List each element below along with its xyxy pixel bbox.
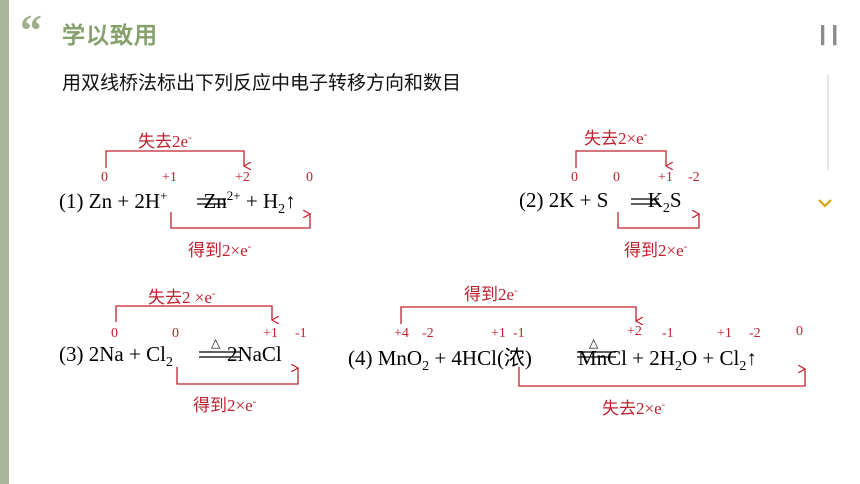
slide-title: 学以致用 bbox=[62, 23, 158, 49]
eq4-ox-mn2: +2 bbox=[627, 324, 642, 339]
eq4-ox-o2: -2 bbox=[749, 326, 761, 341]
chevron-down-icon[interactable] bbox=[817, 193, 833, 212]
eq3-ox-na2: +1 bbox=[263, 326, 278, 341]
eq2-lose-bridge bbox=[575, 150, 666, 168]
eq2-ox-k2: +1 bbox=[658, 170, 673, 185]
eq2-gain-bridge bbox=[617, 212, 699, 229]
eq2-ox-s: 0 bbox=[613, 170, 620, 185]
eq4-lose-bridge bbox=[518, 367, 805, 387]
eq2-ox-s2: -2 bbox=[688, 170, 700, 185]
left-accent-bar bbox=[0, 0, 9, 484]
equation-4: (4) MnO2 + 4HCl(浓)MnCl + 2H2O + Cl2↑ bbox=[348, 346, 757, 375]
eq3-lose-bridge bbox=[115, 305, 272, 322]
eq1-ox-h: +1 bbox=[162, 170, 177, 185]
eq3-lose-label: 失去2 ×e- bbox=[148, 287, 216, 307]
eq3-ox-na: 0 bbox=[111, 326, 118, 341]
pause-icon[interactable]: ▎▎ bbox=[821, 26, 846, 46]
eq3-gain-bridge bbox=[176, 367, 298, 385]
eq3-condition-heat: △ bbox=[211, 336, 221, 350]
eq4-ox-h2: +1 bbox=[717, 326, 732, 341]
eq1-gain-bridge bbox=[170, 212, 310, 229]
eq1-lose-label: 失去2e- bbox=[138, 131, 192, 151]
scroll-track[interactable] bbox=[827, 75, 829, 170]
eq3-gain-label: 得到2×e- bbox=[193, 395, 257, 415]
eq4-condition-heat: △ bbox=[589, 336, 599, 350]
eq1-lose-bridge bbox=[105, 150, 244, 168]
eq1-ox-h2: 0 bbox=[306, 170, 313, 185]
equation-2: (2) 2K + S K2S bbox=[519, 188, 682, 217]
eq4-ox-mn: +4 bbox=[394, 326, 409, 341]
eq4-ox-cl3: -1 bbox=[662, 326, 674, 341]
eq4-ox-o: -2 bbox=[422, 326, 434, 341]
eq4-ox-h: +1 bbox=[491, 326, 506, 341]
eq4-lose-label: 失去2×e- bbox=[602, 398, 666, 418]
quote-mark-icon: “ bbox=[20, 6, 42, 55]
eq4-gain-bridge bbox=[400, 306, 636, 324]
eq1-gain-label: 得到2×e- bbox=[188, 240, 252, 260]
eq2-gain-label: 得到2×e- bbox=[624, 240, 688, 260]
eq1-ox-zn2: +2 bbox=[235, 170, 250, 185]
eq2-ox-k: 0 bbox=[571, 170, 578, 185]
eq4-gain-label: 得到2e- bbox=[464, 284, 518, 304]
eq3-ox-cl2: -1 bbox=[295, 326, 307, 341]
instruction-text: 用双线桥法标出下列反应中电子转移方向和数目 bbox=[62, 72, 462, 94]
eq3-ox-cl: 0 bbox=[172, 326, 179, 341]
eq4-ox-cl: -1 bbox=[513, 326, 525, 341]
eq4-ox-cl2: 0 bbox=[796, 324, 803, 339]
eq2-lose-label: 失去2×e- bbox=[584, 128, 648, 148]
eq1-ox-zn: 0 bbox=[101, 170, 108, 185]
equation-1: (1) Zn + 2H+Zn2+ + H2↑ bbox=[59, 188, 296, 218]
